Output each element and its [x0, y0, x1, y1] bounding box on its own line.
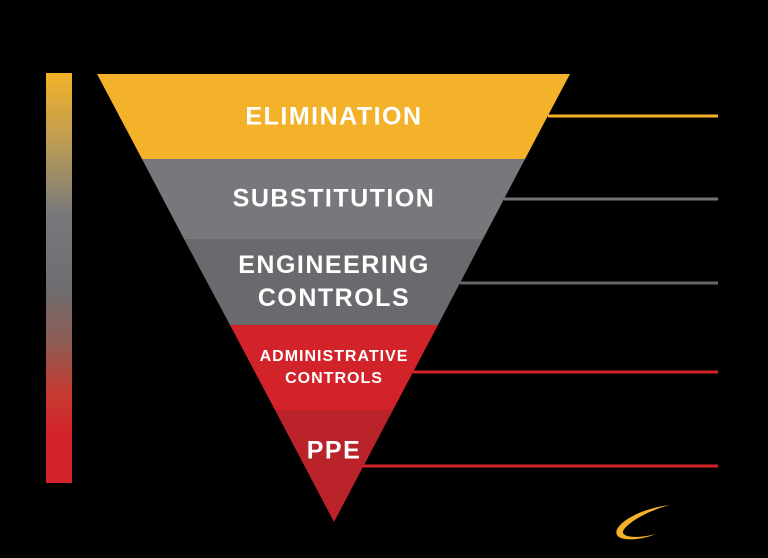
- risk-gradient-bar: [46, 73, 72, 483]
- elimination-label: ELIMINATION: [245, 101, 422, 134]
- ppe-label: PPE: [307, 435, 362, 468]
- elimination-label-line: ELIMINATION: [245, 102, 423, 131]
- logo-swoosh-icon: [616, 505, 670, 540]
- pyramid-level-elimination: [97, 74, 570, 159]
- substitution-label: SUBSTITUTION: [233, 183, 436, 216]
- pyramid-level-ppe: [275, 410, 393, 522]
- engineering-controls-label: ENGINEERING CONTROLS: [238, 249, 430, 315]
- ppe-label-line: PPE: [306, 436, 362, 465]
- pyramid-level-administrative-controls: [230, 325, 438, 410]
- pyramid-level-substitution: [142, 159, 525, 239]
- administrative-controls-label-line1: ADMINISTRATIVE: [259, 348, 409, 365]
- engineering-controls-label-line2: CONTROLS: [257, 284, 411, 312]
- administrative-controls-label: ADMINISTRATIVE CONTROLS: [260, 346, 409, 390]
- substitution-label-line: SUBSTITUTION: [232, 184, 436, 213]
- administrative-controls-label-line2: CONTROLS: [285, 370, 383, 387]
- pyramid-level-engineering-controls: [184, 239, 483, 325]
- engineering-controls-label-line1: ENGINEERING: [238, 251, 430, 279]
